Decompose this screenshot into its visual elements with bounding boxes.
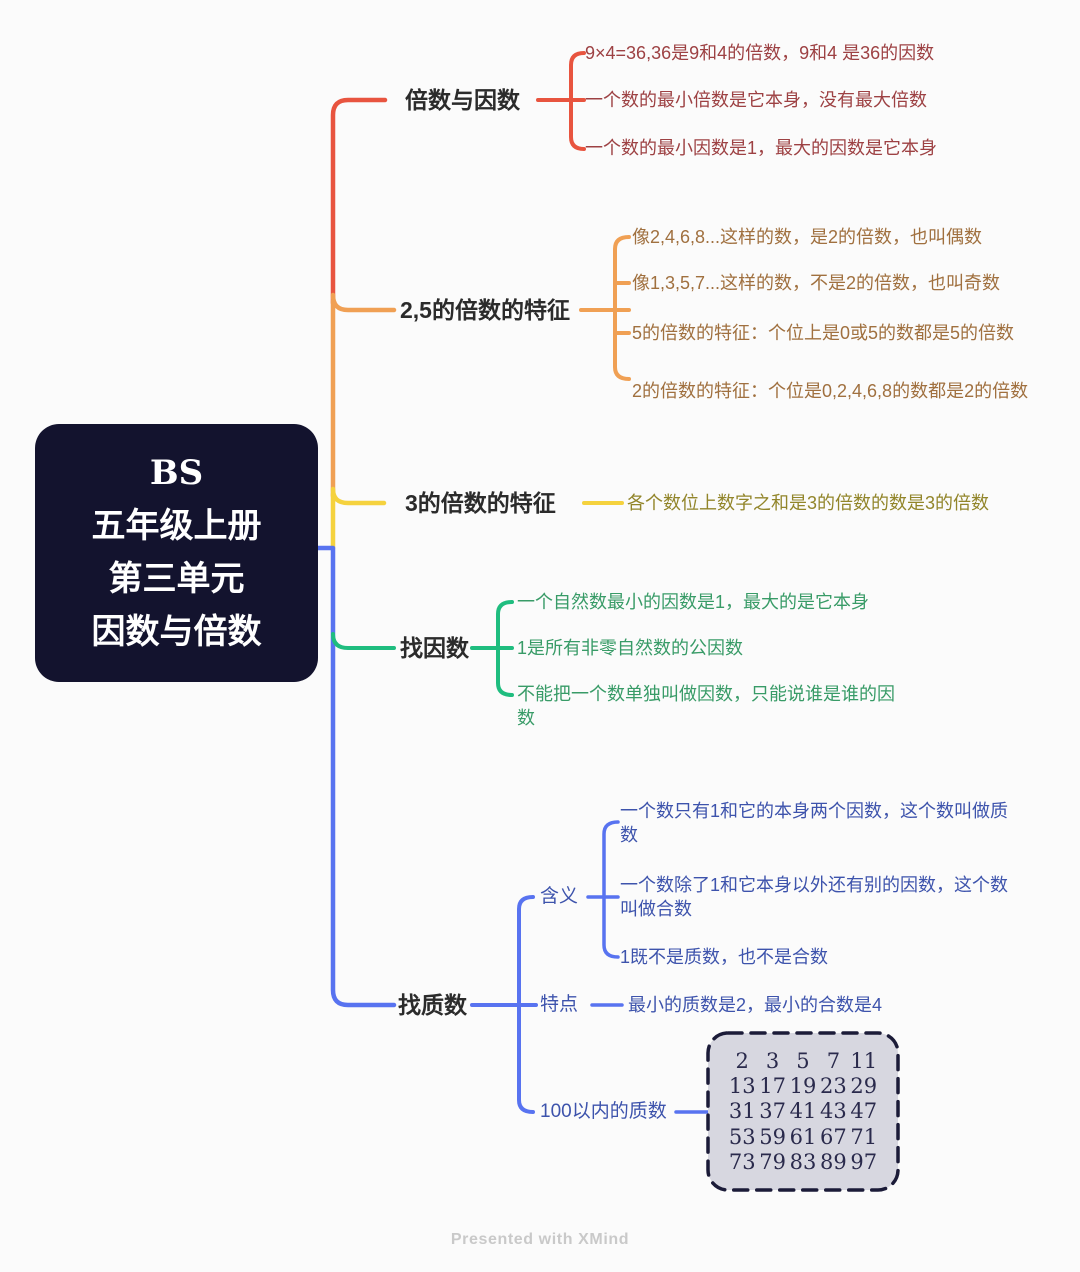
branch-topic-multiples-of-2-5[interactable]: 2,5的倍数的特征	[400, 297, 570, 323]
leaf-multiples-of-3-rule[interactable]: 各个数位上数字之和是3的倍数的数是3的倍数	[627, 493, 990, 513]
branch-topic-find-primes[interactable]: 找质数	[398, 992, 467, 1018]
prime-cell: 89	[820, 1150, 847, 1175]
prime-cell: 19	[789, 1074, 817, 1099]
prime-cell: 61	[789, 1124, 817, 1149]
connector-branch5-subtrunk	[470, 895, 538, 1114]
central-topic-line: 第三单元	[108, 559, 245, 599]
prime-cell: 13	[728, 1074, 756, 1099]
prime-cell: 83	[789, 1150, 817, 1175]
prime-cell: 2	[735, 1048, 749, 1073]
leaf-natural-number-factors[interactable]: 一个自然数最小的因数是1，最大的是它本身	[517, 592, 870, 612]
leaf-smallest-factor[interactable]: 一个数的最小因数是1，最大的因数是它本身	[585, 138, 938, 158]
branch-topic-multiples-and-factors[interactable]: 倍数与因数	[405, 87, 520, 113]
subtopic-feature[interactable]: 特点	[540, 994, 579, 1015]
prime-cell: 73	[728, 1150, 756, 1175]
central-topic[interactable]: BS 五年级上册 第三单元 因数与倍数	[35, 424, 318, 682]
footer-credit: Presented with XMind	[450, 1231, 630, 1248]
connector-branch4-bracket	[331, 600, 514, 697]
leaf-composite-definition[interactable]: 一个数除了1和它本身以外还有别的因数，这个数叫做合数	[620, 875, 1009, 919]
prime-cell: 17	[759, 1074, 786, 1099]
leaf-multiples-of-5-rule[interactable]: 5的倍数的特征：个位上是0或5的数都是5的倍数	[632, 323, 1015, 343]
branch-topic-multiples-of-3[interactable]: 3的倍数的特征	[405, 490, 556, 516]
prime-cell: 53	[728, 1124, 756, 1149]
leaf-one-neither[interactable]: 1既不是质数，也不是合数	[620, 947, 829, 967]
prime-cell: 41	[789, 1099, 817, 1124]
prime-cell: 59	[759, 1124, 786, 1149]
prime-cell: 11	[850, 1048, 878, 1073]
connector-trunk-yellow	[330, 486, 387, 551]
leaf-one-common-factor[interactable]: 1是所有非零自然数的公因数	[517, 638, 744, 658]
prime-cell: 29	[850, 1074, 878, 1099]
connector-trunk-orange	[330, 292, 397, 499]
prime-cell: 71	[850, 1124, 878, 1149]
connector-trunk-red	[330, 97, 388, 306]
prime-cell: 7	[826, 1048, 841, 1073]
prime-cell: 79	[759, 1150, 786, 1175]
connector-trunk-blue	[315, 545, 397, 1008]
leaf-prime-definition[interactable]: 一个数只有1和它的本身两个因数，这个数叫做质数	[620, 801, 1009, 845]
leaf-smallest-prime-composite[interactable]: 最小的质数是2，最小的合数是4	[628, 995, 883, 1015]
prime-table[interactable]: 2 3 5 7 11 13 17 19 23 29 31 37 41 43 47…	[708, 1033, 898, 1190]
prime-cell: 37	[759, 1099, 786, 1124]
subtopic-meaning[interactable]: 含义	[540, 886, 579, 907]
leaf-odd-numbers[interactable]: 像1,3,5,7...这样的数，不是2的倍数，也叫奇数	[632, 273, 1001, 293]
prime-cell: 5	[796, 1048, 810, 1073]
prime-cell: 31	[728, 1099, 756, 1124]
central-topic-line: 五年级上册	[91, 506, 262, 546]
prime-table-frame	[706, 1031, 900, 1192]
leaf-multiples-of-2-rule[interactable]: 2的倍数的特征：个位是0,2,4,6,8的数都是2的倍数	[632, 381, 1029, 401]
connector-branch2-bracket	[579, 235, 631, 381]
leaf-multiples-example[interactable]: 9×4=36,36是9和4的倍数，9和4 是36的因数	[585, 43, 935, 63]
central-topic-line: BS	[149, 453, 204, 493]
leaf-factor-relationship[interactable]: 不能把一个数单独叫做因数，只能说谁是谁的因数	[517, 684, 895, 728]
prime-cell: 43	[820, 1099, 847, 1124]
central-topic-line: 因数与倍数	[91, 612, 262, 652]
prime-cell: 23	[820, 1074, 847, 1099]
leaf-even-numbers[interactable]: 像2,4,6,8...这样的数，是2的倍数，也叫偶数	[632, 227, 983, 247]
prime-cell: 97	[850, 1150, 878, 1175]
connector-meaning-bracket	[586, 820, 620, 959]
branch-topic-find-factors[interactable]: 找因数	[400, 635, 469, 661]
prime-cell: 67	[820, 1124, 847, 1149]
leaf-smallest-multiple[interactable]: 一个数的最小倍数是它本身，没有最大倍数	[585, 90, 927, 110]
connector-branch1-bracket	[536, 51, 586, 151]
prime-cell: 3	[765, 1048, 780, 1073]
subtopic-primes-within-100[interactable]: 100以内的质数	[540, 1101, 667, 1122]
prime-cell: 47	[850, 1099, 878, 1124]
